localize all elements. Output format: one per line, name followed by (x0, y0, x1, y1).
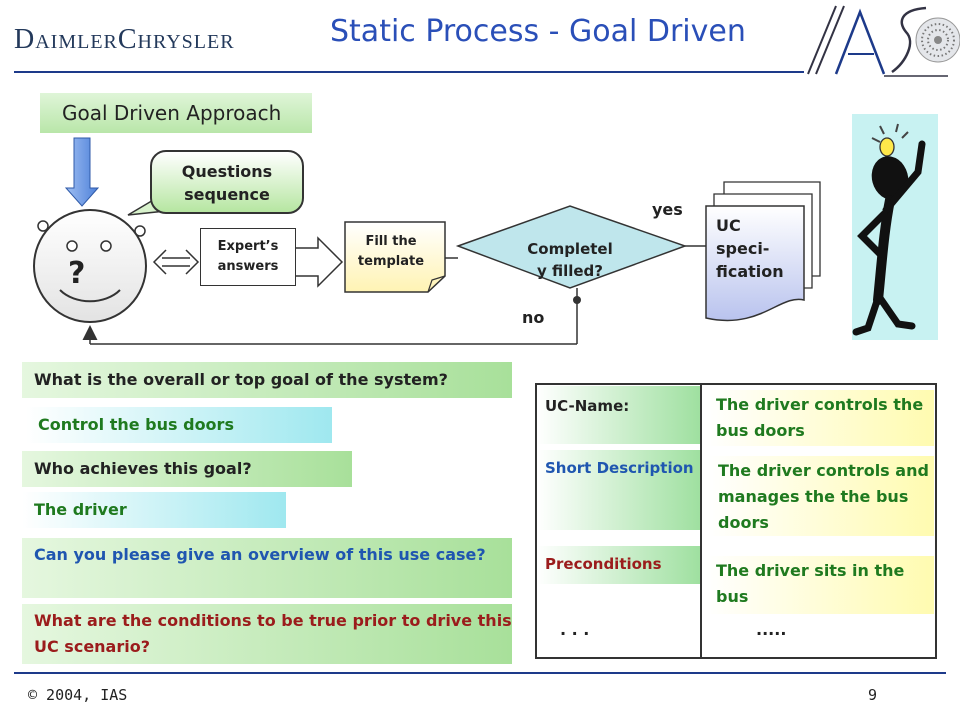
question-overview: Can you please give an overview of this … (22, 538, 512, 598)
uc-template-table (535, 383, 937, 659)
row-preconditions-value: The driver sits in the bus (706, 556, 934, 614)
yes-label: yes (652, 200, 683, 219)
footer-copyright: © 2004, IAS (28, 686, 128, 704)
question-preconditions: What are the conditions to be true prior… (22, 604, 512, 664)
page-title: Static Process - Goal Driven (330, 14, 746, 49)
experts-line2: answers (217, 259, 279, 274)
answer-who-achieves: The driver (22, 492, 286, 528)
questions-sequence-bubble: Questions sequence (150, 150, 304, 214)
decision-line1: Completel (527, 240, 613, 258)
fill-line1: Fill the (365, 234, 417, 249)
ias-logo-lines (807, 5, 948, 77)
idea-stick-figure-icon (852, 114, 938, 340)
uc-specification-documents (705, 181, 821, 322)
row-short-description-value: The driver controls and manages the the … (708, 456, 934, 536)
daimlerchrysler-logo: DaimlerChrysler (14, 24, 235, 55)
no-feedback-loop (82, 288, 581, 345)
fill-line2: template (357, 254, 425, 269)
fill-template-shape (344, 221, 446, 293)
decision-line2: y filled? (536, 262, 603, 280)
decision-label: Completel y filled? (500, 238, 640, 282)
uc-specification-label: UC speci- fication (716, 214, 784, 283)
row-uc-name-value: The driver controls the bus doors (706, 390, 934, 446)
double-arrow-icon (152, 249, 200, 275)
header-divider (14, 71, 804, 73)
questions-line1: Questions (181, 162, 273, 181)
uc-line1: UC (716, 216, 741, 235)
row-uc-name-label: UC-Name: (537, 386, 700, 444)
row-preconditions-label: Preconditions (537, 546, 700, 584)
ias-logo (807, 5, 960, 77)
questions-line2: sequence (184, 185, 270, 204)
page-number: 9 (868, 686, 878, 704)
thinking-face-icon (33, 209, 147, 323)
flow-diagram (33, 114, 938, 345)
experts-line1: Expert’s (217, 239, 279, 254)
ias-logo-dotted-globe (915, 17, 960, 63)
question-mark: ? (68, 256, 86, 291)
experts-answers-arrow (296, 236, 344, 288)
table-column-divider (700, 383, 702, 659)
experts-answers-box: Expert’s answers (200, 228, 296, 286)
question-top-goal: What is the overall or top goal of the s… (22, 362, 512, 398)
row-short-description-label: Short Description (537, 450, 700, 530)
fill-template-label: Fill the template (345, 232, 437, 272)
uc-line3: fication (716, 262, 784, 281)
no-label: no (522, 308, 545, 327)
question-who-achieves: Who achieves this goal? (22, 451, 352, 487)
answer-top-goal: Control the bus doors (26, 407, 332, 443)
uc-line2: speci- (716, 239, 770, 258)
row-more-label: . . . (560, 620, 590, 639)
footer-divider (14, 672, 946, 674)
down-arrow-icon (64, 137, 100, 207)
row-more-value: ..... (756, 620, 787, 639)
goal-driven-approach-label: Goal Driven Approach (40, 93, 312, 133)
